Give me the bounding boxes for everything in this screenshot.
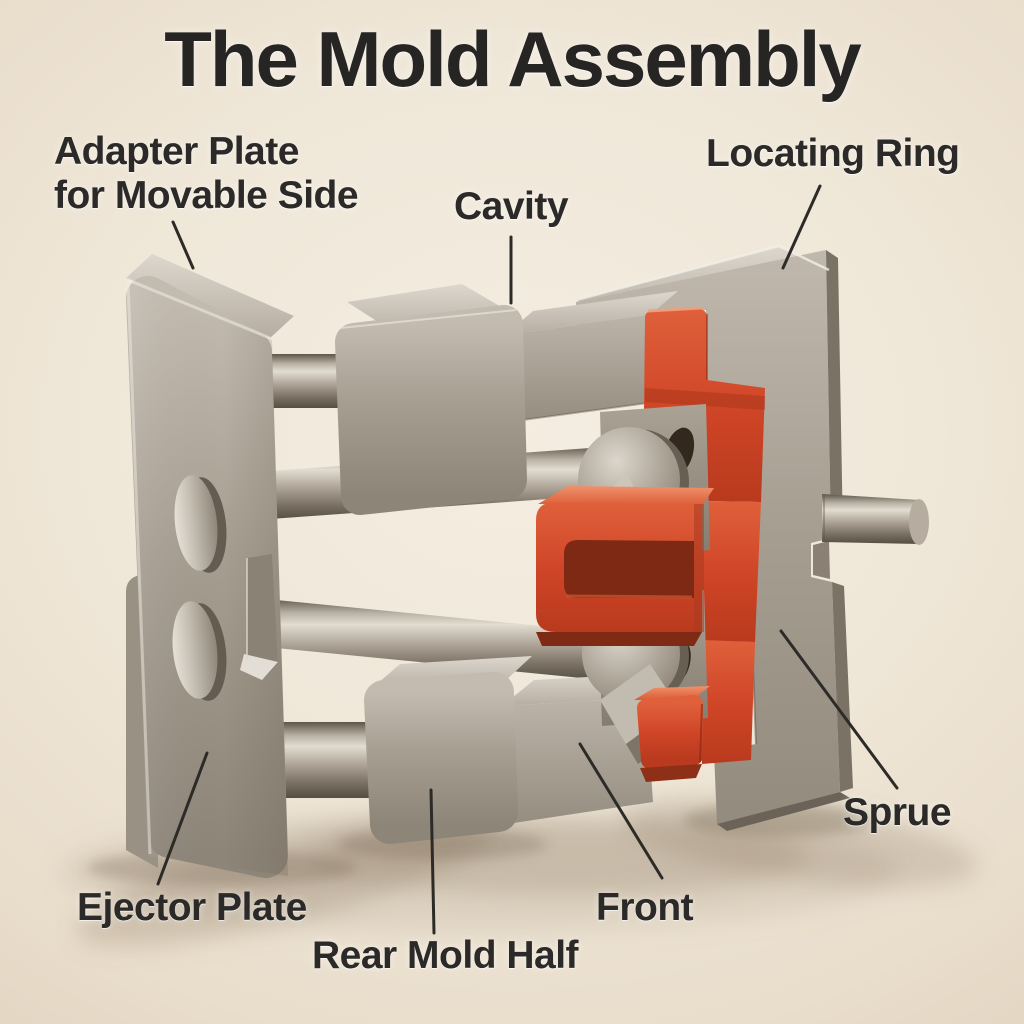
part-ejector-pin-upper <box>254 354 350 408</box>
label-front: Front <box>596 886 694 929</box>
label-sprue: Sprue <box>843 791 952 834</box>
boss-pin-lower <box>172 601 227 701</box>
leader-line-ejector-plate <box>156 751 209 886</box>
label-ejector-plate: Ejector Plate <box>77 886 307 929</box>
label-cavity: Cavity <box>454 185 569 228</box>
runner-slot <box>564 540 694 598</box>
label-adapter-plate: Adapter Plate for Movable Side <box>54 130 359 218</box>
leader-line-locating-ring <box>781 184 822 270</box>
part-adapter-plate <box>126 254 294 878</box>
leader-line-sprue <box>779 629 899 790</box>
label-adapter-plate-line2: for Movable Side <box>54 174 359 217</box>
part-cavity-bar <box>335 284 678 515</box>
label-adapter-plate-line1: Adapter Plate <box>54 130 299 173</box>
leader-line-front <box>578 742 664 880</box>
part-ejector-pin-lower <box>254 722 392 798</box>
leader-lines <box>156 184 899 935</box>
part-runner-tab-red <box>634 686 710 782</box>
plate-edge-notch <box>240 554 278 680</box>
leader-line-rear-mold-half <box>429 788 436 935</box>
leader-line-adapter-plate <box>171 220 195 270</box>
label-locating-ring: Locating Ring <box>706 132 960 175</box>
part-rear-mold-bar <box>364 656 676 844</box>
label-rear-mold-half: Rear Mold Half <box>312 934 579 977</box>
part-sprue-rod <box>822 494 929 545</box>
page-title: The Mold Assembly <box>164 15 862 103</box>
boss-pin-upper <box>174 475 227 573</box>
part-runner-block-red <box>536 486 714 646</box>
